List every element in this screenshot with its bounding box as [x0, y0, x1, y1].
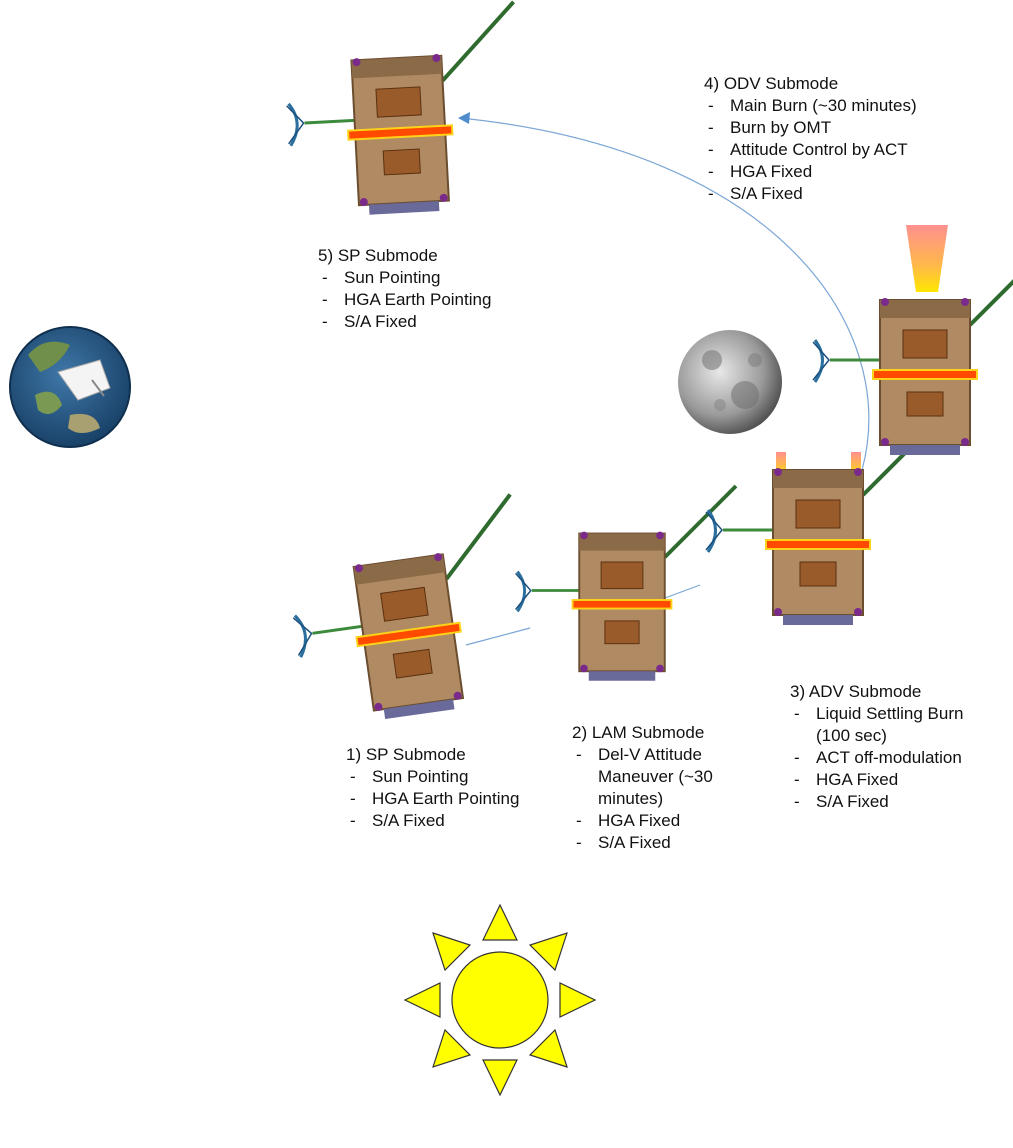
stage-title: 3) ADV Submode	[790, 682, 922, 701]
earth-with-dish-icon	[9, 326, 131, 448]
spacecraft-icon	[513, 484, 738, 683]
sun-icon	[403, 903, 597, 1097]
stage-1-label: 1) SP Submode Sun Pointing HGA Earth Poi…	[346, 744, 519, 832]
stage-5-label: 5) SP Submode Sun Pointing HGA Earth Poi…	[318, 245, 491, 333]
stage-title: 2) LAM Submode	[572, 723, 705, 742]
spacecraft-icon	[282, 2, 524, 219]
stage-item: HGA Earth Pointing	[346, 788, 519, 810]
stage-item: S/A Fixed	[704, 183, 924, 205]
stage-title: 5) SP Submode	[318, 246, 438, 265]
stage-item: S/A Fixed	[346, 810, 519, 832]
stage-item: HGA Earth Pointing	[318, 289, 491, 311]
stage-item: Sun Pointing	[346, 766, 519, 788]
transfer-arc	[459, 117, 870, 471]
stage-item: HGA Fixed	[704, 161, 924, 183]
stage-item: Burn by OMT	[704, 117, 924, 139]
orbit-path	[664, 584, 701, 599]
stage-item: HGA Fixed	[572, 810, 747, 832]
thruster-plume-icon	[776, 452, 861, 474]
stage-item: S/A Fixed	[572, 832, 747, 854]
stage-item: ACT off-modulation	[790, 747, 965, 769]
stage-item: S/A Fixed	[318, 311, 491, 333]
stage-item: Main Burn (~30 minutes)	[704, 95, 924, 117]
thruster-plume-icon	[906, 225, 948, 292]
spacecraft-icon	[278, 492, 541, 732]
arrow-head-icon	[458, 112, 470, 124]
stage-4-label: 4) ODV Submode Main Burn (~30 minutes) B…	[704, 73, 924, 205]
spacecraft-icon	[811, 248, 1013, 457]
stage-item: Attitude Control by ACT	[704, 139, 924, 161]
stage-title: 1) SP Submode	[346, 745, 466, 764]
orbit-path	[465, 627, 531, 646]
stage-item: Sun Pointing	[318, 267, 491, 289]
stage-item: Liquid Settling Burn (100 sec)	[790, 703, 965, 747]
moon-icon	[678, 330, 782, 434]
stage-2-label: 2) LAM Submode Del-V Attitude Maneuver (…	[572, 722, 747, 854]
stage-item: Del-V Attitude Maneuver (~30 minutes)	[572, 744, 747, 810]
stage-title: 4) ODV Submode	[704, 74, 839, 93]
stage-item: HGA Fixed	[790, 769, 965, 791]
stage-item: S/A Fixed	[790, 791, 965, 813]
stage-3-label: 3) ADV Submode Liquid Settling Burn (100…	[790, 681, 965, 813]
